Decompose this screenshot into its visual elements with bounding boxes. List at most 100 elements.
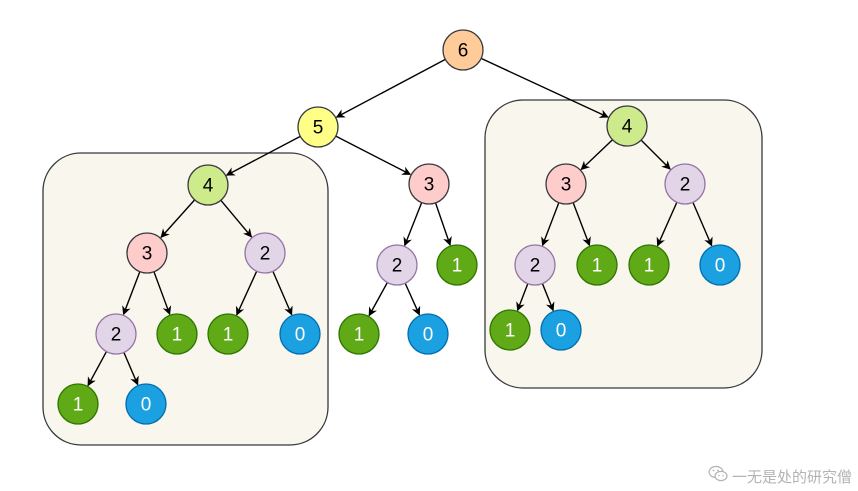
node-label: 0 (715, 256, 726, 277)
node-circle (338, 313, 380, 355)
node-circle (540, 309, 582, 351)
edge-arrow (516, 283, 529, 312)
node-circle (207, 313, 249, 355)
tree-node-2: 2 (514, 244, 556, 286)
edge-arrow (404, 282, 421, 316)
edge-arrow (656, 201, 678, 247)
wechat-icon (708, 465, 728, 487)
tree-node-2: 2 (244, 232, 286, 274)
tree-node-3: 3 (126, 232, 168, 274)
node-label: 1 (644, 256, 655, 277)
node-label: 3 (142, 244, 153, 265)
left-duplicate-subtree-box (42, 152, 329, 446)
edge-arrow (122, 271, 141, 316)
node-circle (376, 244, 418, 286)
node-circle (297, 106, 339, 148)
edge-arrow (572, 202, 591, 247)
node-circle (407, 313, 449, 355)
edge-arrow (368, 282, 388, 317)
tree-node-3: 3 (408, 163, 450, 205)
node-circle (442, 29, 484, 71)
tree-node-2: 2 (376, 244, 418, 286)
node-circle (664, 163, 706, 205)
node-circle (628, 244, 670, 286)
node-label: 4 (203, 176, 214, 197)
node-label: 2 (392, 256, 403, 277)
node-label: 1 (223, 325, 234, 346)
node-label: 0 (423, 325, 434, 346)
edge-arrow (580, 139, 613, 171)
tree-node-1: 1 (156, 313, 198, 355)
edge-arrow (480, 57, 609, 118)
tree-node-1: 1 (207, 313, 249, 355)
tree-node-5: 5 (297, 106, 339, 148)
tree-node-0: 0 (699, 244, 741, 286)
node-circle (489, 309, 531, 351)
tree-node-1: 1 (489, 309, 531, 351)
node-label: 5 (313, 118, 324, 139)
node-label: 1 (354, 325, 365, 346)
node-label: 1 (452, 256, 463, 277)
edge-arrow (640, 139, 671, 170)
watermark-text: 一无是处的研究僧 (731, 467, 852, 486)
edge-arrow (272, 271, 293, 316)
node-circle (156, 313, 198, 355)
edge-arrow (403, 202, 423, 247)
node-label: 2 (530, 256, 541, 277)
node-label: 0 (295, 325, 306, 346)
node-circle (95, 313, 137, 355)
node-label: 1 (505, 321, 516, 342)
node-circle (187, 164, 229, 206)
tree-node-1: 1 (338, 313, 380, 355)
edge-arrow (434, 202, 452, 247)
tree-node-0: 0 (407, 313, 449, 355)
tree-node-3: 3 (545, 163, 587, 205)
edge-arrow (87, 351, 108, 387)
node-label: 6 (458, 41, 469, 62)
node-circle (576, 244, 618, 286)
node-label: 1 (172, 325, 183, 346)
edge-arrow (153, 271, 172, 316)
tree-node-4: 4 (606, 105, 648, 147)
node-label: 3 (424, 175, 435, 196)
node-label: 1 (73, 395, 84, 416)
edge-arrow (225, 135, 301, 176)
node-label: 0 (141, 395, 152, 416)
watermark: 一无是处的研究僧 (708, 465, 852, 487)
node-label: 2 (680, 175, 691, 196)
tree-node-2: 2 (95, 313, 137, 355)
node-circle (606, 105, 648, 147)
edge-arrow (335, 135, 412, 176)
node-circle (408, 163, 450, 205)
tree-node-1: 1 (57, 383, 99, 425)
node-circle (699, 244, 741, 286)
node-label: 2 (260, 244, 271, 265)
edge-arrow (692, 202, 713, 247)
node-circle (436, 244, 478, 286)
edge-arrow (160, 199, 196, 239)
node-circle (279, 313, 321, 355)
edge-arrow (123, 352, 139, 386)
tree-node-1: 1 (436, 244, 478, 286)
node-circle (244, 232, 286, 274)
edge-arrow (541, 283, 555, 312)
edge-arrow (541, 202, 560, 247)
edge-arrow (220, 199, 253, 238)
node-label: 2 (111, 325, 122, 346)
node-label: 3 (561, 175, 572, 196)
tree-node-6: 6 (442, 29, 484, 71)
tree-node-1: 1 (628, 244, 670, 286)
node-label: 4 (622, 117, 633, 138)
tree-node-0: 0 (540, 309, 582, 351)
edge-arrow (335, 58, 446, 118)
tree-node-0: 0 (125, 383, 167, 425)
node-circle (57, 383, 99, 425)
node-circle (125, 383, 167, 425)
node-label: 1 (592, 256, 603, 277)
tree-node-2: 2 (664, 163, 706, 205)
node-circle (126, 232, 168, 274)
tree-node-1: 1 (576, 244, 618, 286)
edge-arrow (235, 270, 258, 316)
tree-node-4: 4 (187, 164, 229, 206)
